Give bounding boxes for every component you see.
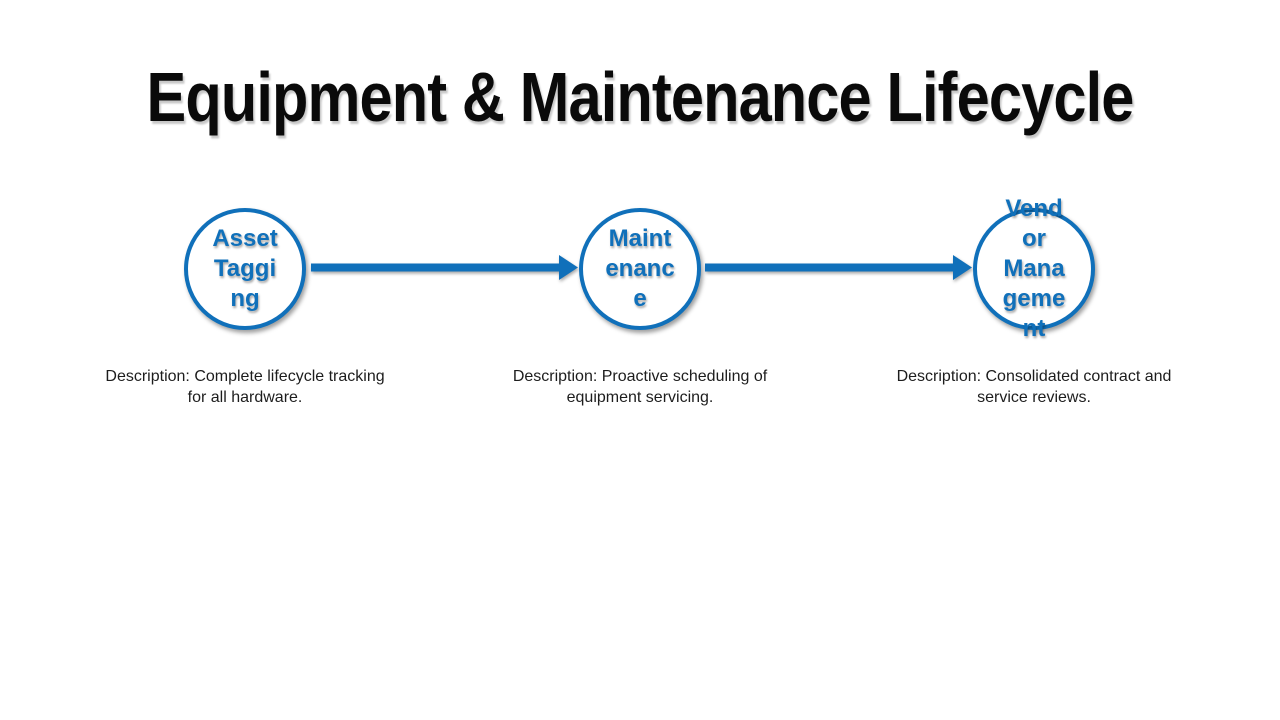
step-node-asset-tagging: Asset Taggi ng xyxy=(184,208,306,330)
step-node-vendor-management: Vend or Mana geme nt xyxy=(973,195,1095,342)
connector-arrow-2 xyxy=(705,255,972,280)
step-label-vendor-management: Vend or Mana geme nt xyxy=(1002,195,1066,342)
arrow-head-icon xyxy=(953,255,972,280)
arrow-head-icon xyxy=(559,255,578,280)
step-description-maintenance: Description: Proactive scheduling of equ… xyxy=(512,368,768,406)
arrow-line xyxy=(311,263,560,272)
step-description-vendor-management: Description: Consolidated contract and s… xyxy=(896,368,1172,406)
slide-title: Equipment & Maintenance Lifecycle xyxy=(146,58,1134,136)
connector-arrow-1 xyxy=(311,255,578,280)
arrow-line xyxy=(705,263,954,272)
step-description-asset-tagging: Description: Complete lifecycle tracking… xyxy=(105,368,385,406)
step-label-maintenance: Maint enanc e xyxy=(605,225,675,312)
step-node-maintenance: Maint enanc e xyxy=(579,208,701,330)
step-label-asset-tagging: Asset Taggi ng xyxy=(212,225,278,312)
